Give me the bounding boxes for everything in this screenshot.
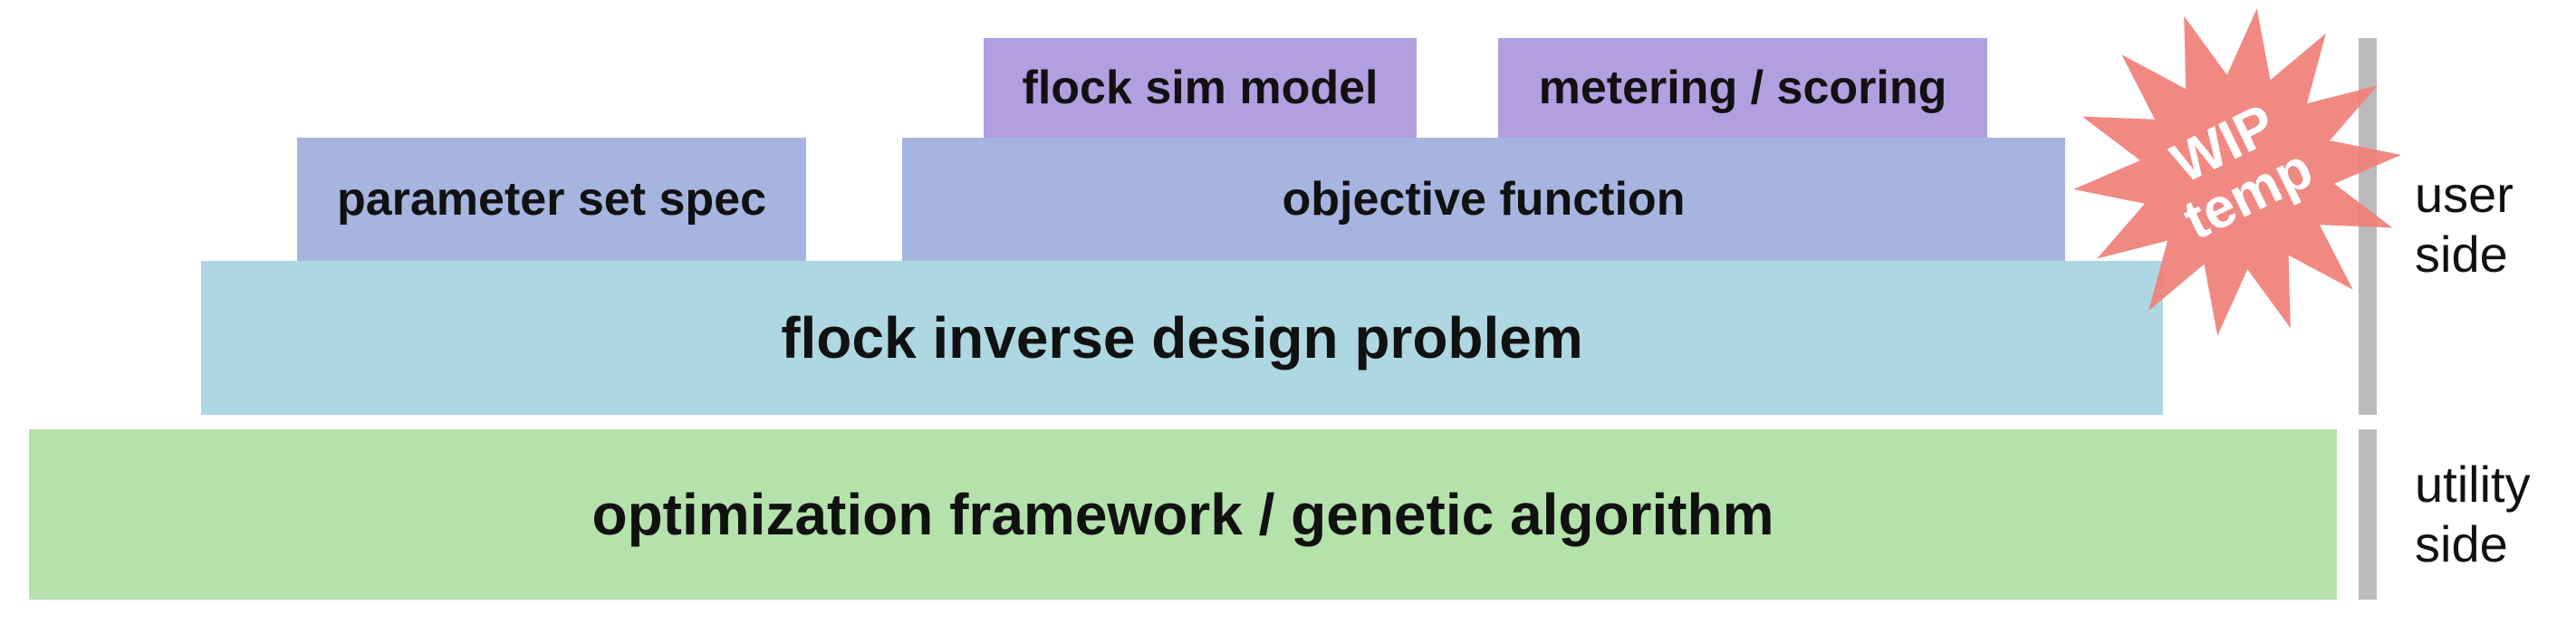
metering-scoring-block: metering / scoring [1498,38,1987,138]
flock-sim-model-block: flock sim model [984,38,1417,138]
utility-side-line1: utility [2415,456,2531,513]
utility-side-line2: side [2415,515,2508,572]
parameter-set-spec-block: parameter set spec [297,138,806,261]
user-side-line1: user [2415,166,2514,223]
metering-scoring-label: metering / scoring [1538,62,1947,114]
user-side-label: user side [2415,165,2514,284]
optimization-framework-label: optimization framework / genetic algorit… [591,482,1774,547]
parameter-set-spec-label: parameter set spec [336,173,767,226]
flock-inverse-design-problem-label: flock inverse design problem [781,305,1583,370]
starburst-icon [2073,8,2401,336]
flock-sim-model-label: flock sim model [1022,62,1379,114]
objective-function-block: objective function [902,138,2065,261]
utility-side-bar [2359,429,2377,600]
wip-starburst-badge: WIP temp [2073,8,2401,336]
utility-side-label: utility side [2415,455,2531,574]
objective-function-label: objective function [1282,173,1686,226]
user-side-line2: side [2415,226,2508,283]
optimization-framework-block: optimization framework / genetic algorit… [29,429,2337,600]
flock-inverse-design-problem-block: flock inverse design problem [201,261,2163,415]
